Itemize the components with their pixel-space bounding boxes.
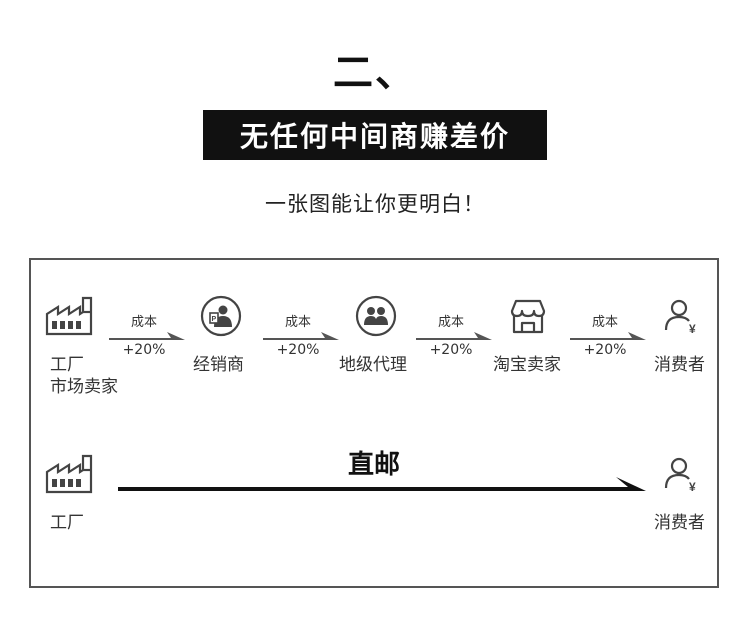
arrow-top-text: 成本 (437, 315, 464, 330)
arrow-bottom-text: +20% (122, 342, 166, 358)
cost-arrow: 成本 +20% (416, 311, 492, 358)
direct-mail-label: 直邮 (348, 450, 401, 480)
agent-icon (354, 294, 398, 338)
section-number: 二、 (333, 50, 417, 96)
title-banner: 无任何中间商赚差价 (203, 110, 547, 160)
arrow-bottom-text: +20% (429, 342, 473, 358)
node-label-taobao-seller: 淘宝卖家 (493, 355, 561, 375)
node-label-consumer: 消费者 (654, 355, 705, 375)
cost-arrow: 成本 +20% (570, 311, 646, 358)
shop-icon (508, 297, 548, 337)
factory-icon (45, 452, 95, 494)
node-label-market-seller: 市场卖家 (50, 377, 118, 397)
arrow-bottom-text: +20% (583, 342, 627, 358)
cost-arrow: 成本 +20% (263, 311, 339, 358)
factory-icon (45, 294, 95, 336)
arrow-bottom-text: +20% (276, 342, 320, 358)
arrow-top-text: 成本 (591, 315, 618, 330)
consumer-icon: ¥ (662, 296, 702, 336)
direct-from-label: 工厂 (50, 513, 84, 533)
node-label-factory: 工厂 (50, 355, 84, 375)
cost-arrow: 成本 +20% (109, 311, 185, 358)
arrow-shape (416, 332, 492, 340)
title-text: 无任何中间商赚差价 (239, 120, 510, 153)
svg-text:¥: ¥ (689, 322, 696, 336)
svg-text:¥: ¥ (689, 480, 696, 494)
arrow-shape (263, 332, 339, 340)
svg-text:P: P (212, 316, 217, 323)
arrow-top-text: 成本 (130, 315, 157, 330)
dealer-icon: P (199, 294, 243, 338)
subtitle: 一张图能让你更明白！ (265, 192, 485, 216)
arrow-shape (109, 332, 185, 340)
direct-to-label: 消费者 (654, 513, 705, 533)
arrow-top-text: 成本 (284, 315, 311, 330)
node-label-agent: 地级代理 (339, 355, 407, 375)
consumer-icon: ¥ (662, 454, 702, 494)
diagram-frame (29, 258, 719, 588)
direct-arrow (118, 474, 646, 494)
arrow-shape (570, 332, 646, 340)
node-label-dealer: 经销商 (193, 355, 244, 375)
